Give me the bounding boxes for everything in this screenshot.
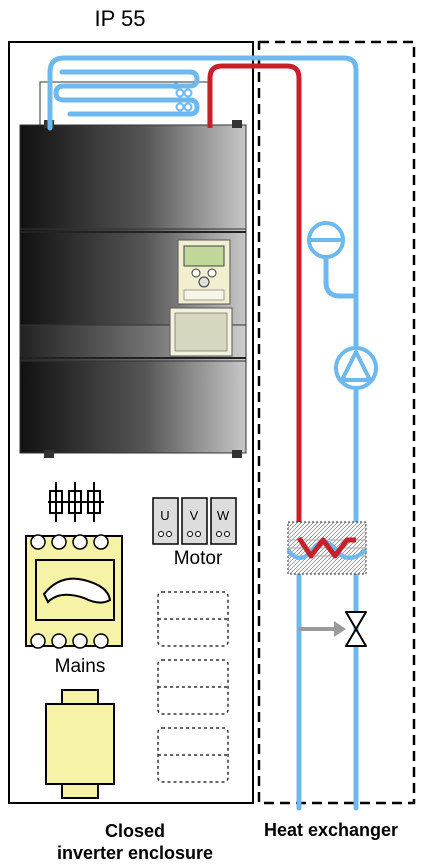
fuse-block-icon: [48, 482, 104, 522]
mains-label: Mains: [54, 656, 106, 677]
enclosure-caption-line2: inverter enclosure: [56, 843, 214, 863]
filter-capacitor-icon: [45, 689, 115, 799]
enclosure-caption-line1: Closed: [104, 821, 165, 841]
hot-pipe: [207, 63, 302, 538]
control-valve-icon: [299, 611, 367, 647]
protection-rating-label: IP 55: [94, 6, 146, 31]
pump-icon: [334, 346, 378, 390]
keypad-display: [169, 239, 233, 357]
enclosure-caption: Closed inverter enclosure: [0, 820, 270, 864]
mains-switch-icon: [25, 534, 123, 649]
heat-exchanger-enclosure: [257, 40, 416, 805]
heat-exchanger-caption: Heat exchanger: [263, 820, 399, 840]
motor-terminals: U V W: [152, 497, 237, 545]
heat-exchanger-coil: [286, 521, 368, 575]
terminal-w: W: [217, 508, 230, 523]
coil-ends: [175, 88, 193, 112]
inverter-drive: [19, 120, 247, 458]
terminal-u: U: [160, 508, 169, 523]
motor-label: Motor: [173, 548, 223, 569]
spare-modules: [157, 591, 229, 783]
terminal-v: V: [190, 508, 199, 523]
expansion-tank-icon: [307, 221, 345, 259]
cold-pipe: [47, 55, 359, 811]
